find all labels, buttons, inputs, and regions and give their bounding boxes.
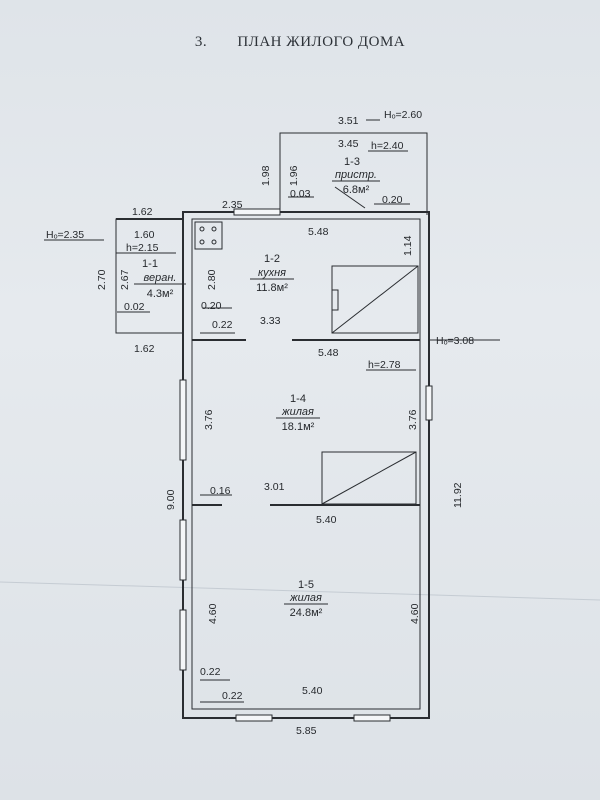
outer-walls bbox=[182, 211, 430, 719]
room-name: веран. bbox=[144, 272, 177, 284]
dim-room15-wall-bottom: 0.22 bbox=[222, 690, 243, 702]
plan-heading: 3. ПЛАН ЖИЛОГО ДОМА bbox=[0, 34, 600, 51]
room-1-1-label: 1-1 веран. 4.3м² bbox=[134, 258, 186, 300]
dim-annex-outer-height: 1.98 bbox=[260, 165, 272, 186]
dim-overall-width: 5.85 bbox=[296, 725, 317, 737]
annex-outline bbox=[279, 132, 428, 215]
dim-veranda-outer-bottom: 1.62 bbox=[134, 343, 155, 355]
dim-kitchen-partition: 0.22 bbox=[212, 319, 233, 331]
veranda-inner-height: h=2.15 bbox=[126, 242, 159, 254]
room-id: 1-1 bbox=[142, 258, 158, 270]
room-name: жилая bbox=[289, 592, 322, 604]
dim-kitchen-length: 2.80 bbox=[206, 269, 218, 290]
dim-room15-top-width: 5.40 bbox=[316, 514, 337, 526]
room-area: 11.8м² bbox=[256, 282, 288, 294]
dim-room14-width: 5.48 bbox=[318, 347, 339, 359]
dim-veranda-outer-length: 2.70 bbox=[96, 269, 108, 290]
room-id: 1-2 bbox=[264, 253, 280, 265]
dim-annex-wall: 0.03 bbox=[290, 188, 311, 200]
dim-veranda-wall: 0.02 bbox=[124, 301, 145, 313]
paper-fold-line bbox=[0, 581, 600, 601]
room-area: 4.3м² bbox=[147, 288, 174, 300]
dim-room15-length-left: 4.60 bbox=[207, 603, 219, 624]
dim-room15-wall-left: 0.22 bbox=[200, 666, 221, 678]
dim-door-offset-rooms: 3.01 bbox=[264, 481, 285, 493]
stove-icon bbox=[194, 221, 223, 250]
window-room15-left-b bbox=[179, 609, 187, 671]
room-area: 24.8м² bbox=[290, 607, 323, 619]
dim-veranda-partition: 0.20 bbox=[201, 300, 222, 312]
dim-annex-inner-height: 1.96 bbox=[288, 165, 300, 186]
dim-room15-length-right: 4.60 bbox=[409, 603, 421, 624]
room-1-5-label: 1-5 жилая 24.8м² bbox=[284, 579, 328, 619]
dim-kitchen-window-offset: 2.35 bbox=[222, 199, 243, 211]
dim-veranda-inner-width: 1.60 bbox=[134, 229, 155, 241]
room-area: 18.1м² bbox=[282, 421, 315, 433]
window-room15-left-a bbox=[179, 519, 187, 581]
room-id: 1-5 bbox=[298, 579, 314, 591]
dim-room14-length-left: 3.76 bbox=[203, 409, 215, 430]
dim-kitchen-width: 5.48 bbox=[308, 226, 329, 238]
window-room15-bottom-b bbox=[353, 714, 391, 722]
annex-inner-height: h=2.40 bbox=[371, 140, 404, 152]
leader-lines bbox=[44, 119, 500, 703]
window-room15-bottom-a bbox=[235, 714, 273, 722]
dim-annex-inner-width: 3.45 bbox=[338, 138, 359, 150]
room-area: 6.8м² bbox=[343, 184, 370, 196]
plan-number: 3. bbox=[194, 34, 208, 50]
room-name: жилая bbox=[281, 406, 314, 418]
dim-main-length: 9.00 bbox=[165, 489, 177, 510]
dim-door-offset-kitchen: 3.33 bbox=[260, 315, 281, 327]
window-room14-left bbox=[179, 379, 187, 461]
dim-annex-outer-width: 3.51 bbox=[338, 115, 359, 127]
oven-room-icon bbox=[321, 451, 417, 505]
room-1-2-label: 1-2 кухня 11.8м² bbox=[250, 253, 294, 294]
main-inner-height: h=2.78 bbox=[368, 359, 401, 371]
room-name: кухня bbox=[258, 267, 286, 279]
dim-veranda-outer-top: 1.62 bbox=[132, 206, 153, 218]
inner-wall-frame bbox=[191, 218, 421, 710]
dim-room-partition: 0.16 bbox=[210, 485, 231, 497]
dim-room15-width: 5.40 bbox=[302, 685, 323, 697]
plan-title: ПЛАН ЖИЛОГО ДОМА bbox=[237, 34, 406, 50]
dim-room14-length-right: 3.76 bbox=[407, 409, 419, 430]
veranda-outer-height: Hₒ=2.35 bbox=[46, 229, 84, 241]
window-kitchen-top bbox=[233, 208, 281, 216]
room-id: 1-4 bbox=[290, 393, 306, 405]
main-outer-height: Hₒ=3.08 bbox=[436, 335, 474, 347]
room-1-4-label: 1-4 жилая 18.1м² bbox=[276, 393, 320, 433]
windows bbox=[179, 208, 433, 722]
room-id: 1-3 bbox=[344, 156, 360, 168]
room-1-3-label: 1-3 пристр. 6.8м² bbox=[332, 156, 380, 196]
room-name: пристр. bbox=[335, 169, 377, 181]
dim-veranda-inner-length: 2.67 bbox=[119, 269, 131, 290]
dim-overall-length: 11.92 bbox=[452, 482, 464, 508]
dim-annex-partition: 0.20 bbox=[382, 194, 403, 206]
annex-outer-height: Hₒ=2.60 bbox=[384, 109, 422, 121]
window-room14-right bbox=[425, 385, 433, 421]
dim-kitchen-oven-gap: 1.14 bbox=[402, 235, 414, 256]
oven-kitchen-icon bbox=[331, 265, 419, 334]
